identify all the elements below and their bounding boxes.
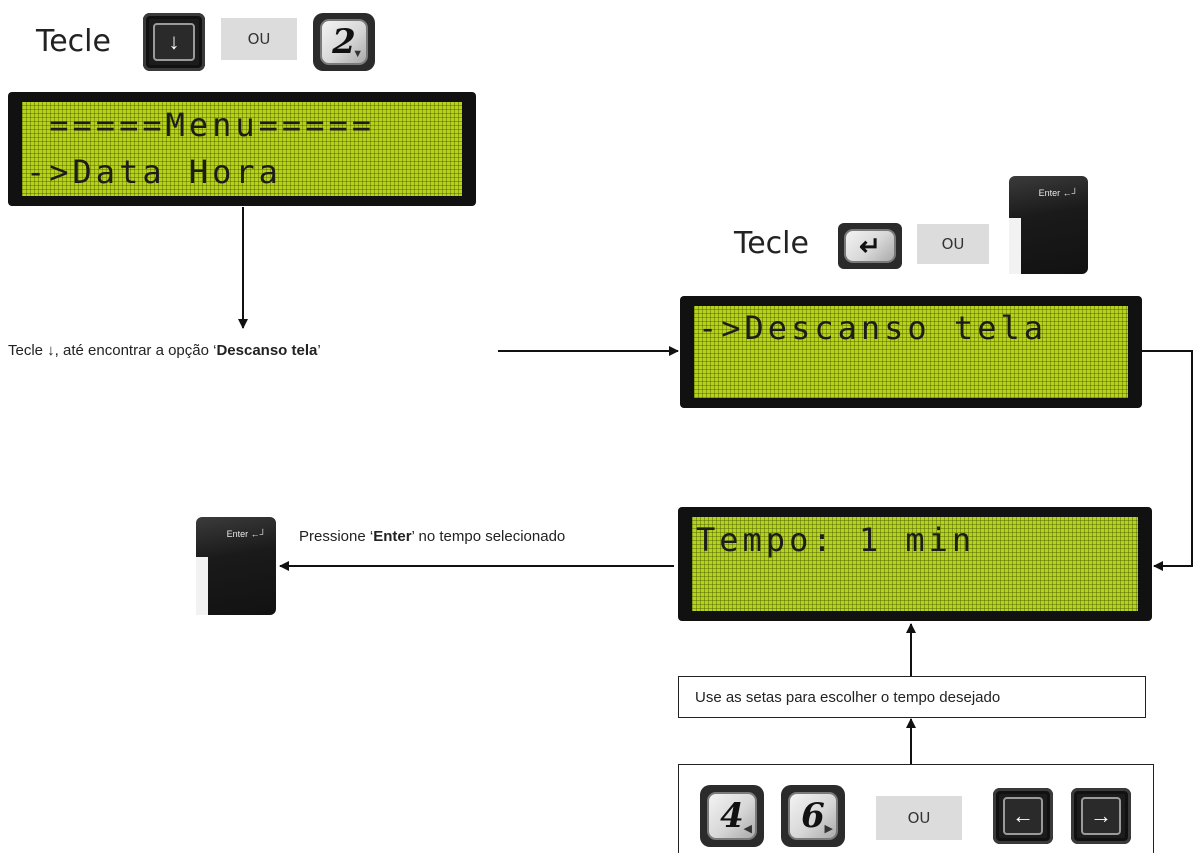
enter-key-large[interactable]: Enter ←┘ (1009, 176, 1088, 274)
enter-arrow-key[interactable]: ↵ (838, 223, 902, 269)
triangle-left-icon: ◀ (743, 823, 752, 836)
enter-key-label: Enter ←┘ (1038, 188, 1078, 198)
left-arrow-icon: ← (1003, 797, 1043, 835)
lcd-tempo-line1: Tempo: 1 min (696, 520, 976, 559)
left-arrow-key[interactable]: ← (993, 788, 1053, 844)
numpad-2-key[interactable]: 2 ▼ (313, 13, 375, 71)
lcd-menu-line2: ->Data Hora (26, 152, 282, 191)
triangle-down-icon: ▼ (352, 47, 364, 60)
lcd-menu-display: =====Menu===== ->Data Hora (8, 92, 476, 206)
ou-label-3: ou (876, 796, 962, 840)
tecle-label-2: Tecle (734, 226, 809, 261)
right-arrow-key[interactable]: → (1071, 788, 1131, 844)
lcd-descanso-line1: ->Descanso tela (698, 309, 1047, 347)
ou-label-1: ou (221, 18, 297, 60)
triangle-right-icon: ▶ (824, 823, 833, 836)
enter-key-left-label: Enter ←┘ (226, 529, 266, 539)
numpad-4-key[interactable]: 4 ◀ (700, 785, 764, 847)
lcd-tempo-display: Tempo: 1 min (678, 507, 1152, 621)
numpad-6-key[interactable]: 6 ▶ (781, 785, 845, 847)
arrow-descanso-to-tempo (1142, 350, 1193, 571)
caption-scroll-bold: Descanso tela (216, 342, 318, 359)
return-arrow-icon: ↵ (859, 230, 881, 261)
digit-2-label: 2 (332, 21, 356, 62)
digit-4-label: 4 (720, 795, 744, 836)
setas-instruction-text: Use as setas para escolher o tempo desej… (695, 688, 1001, 706)
caption-enter-bold: Enter (373, 528, 412, 545)
lcd-tempo-line2 (696, 571, 1134, 605)
digit-6-label: 6 (801, 795, 825, 836)
lcd-menu-line1: =====Menu===== (26, 105, 375, 144)
right-arrow-icon: → (1081, 797, 1121, 835)
setas-instruction-box: Use as setas para escolher o tempo desej… (678, 676, 1146, 718)
caption-scroll-descanso: Tecle ↓, até encontrar a opção ‘Descanso… (8, 342, 321, 359)
down-arrow-icon: ↓ (153, 22, 195, 62)
enter-key-left[interactable]: Enter ←┘ (196, 517, 276, 615)
tecle-label-1: Tecle (36, 24, 111, 59)
ou-label-2: ou (917, 224, 989, 264)
caption-press-enter: Pressione ‘Enter’ no tempo selecionado (299, 528, 566, 545)
lcd-descanso-display: ->Descanso tela (680, 296, 1142, 408)
down-arrow-key[interactable]: ↓ (143, 13, 205, 71)
lcd-descanso-line2 (698, 358, 1124, 392)
